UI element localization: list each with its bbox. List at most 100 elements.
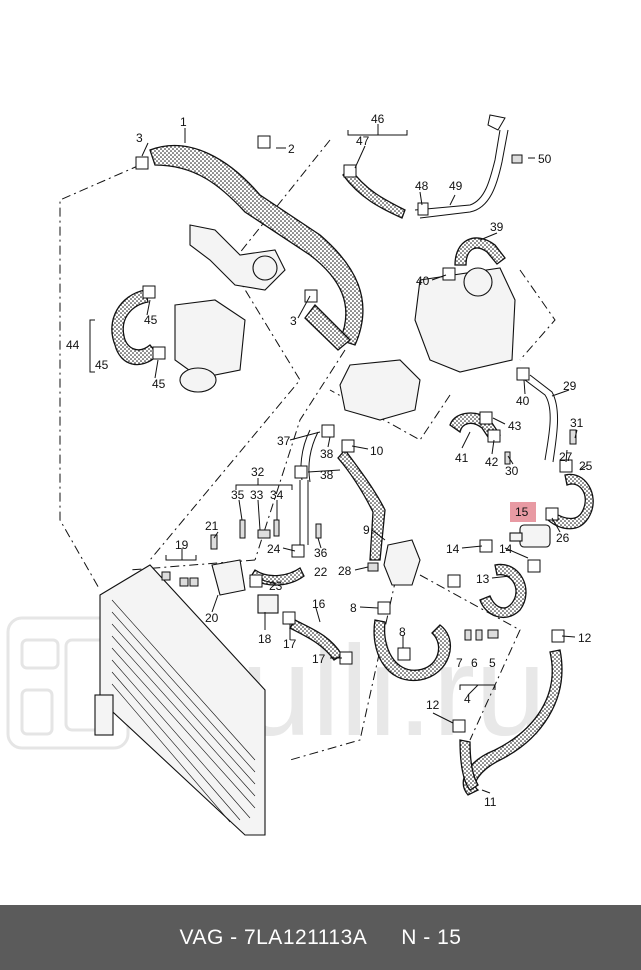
leader-line [149, 139, 331, 561]
bolt [189, 577, 199, 587]
callout-48: 48 [415, 179, 429, 193]
clamp [304, 289, 318, 303]
callout-12b: 12 [426, 698, 440, 712]
leader-line [59, 164, 141, 591]
clamp [282, 611, 296, 625]
callout-10: 10 [370, 444, 384, 458]
pipe-49 [414, 129, 509, 219]
hose-3 [304, 304, 351, 351]
callout-46: 46 [371, 112, 385, 126]
clamp [447, 574, 461, 588]
pump-assembly [383, 539, 421, 586]
clamp [257, 135, 271, 149]
pump-small [257, 594, 279, 614]
clamp [294, 465, 308, 479]
clamp [397, 647, 411, 661]
bolt [511, 154, 523, 164]
pipe-29 [524, 374, 559, 463]
bolt [210, 534, 218, 550]
callout-39: 39 [490, 220, 504, 234]
callout-5: 5 [489, 656, 496, 670]
callout-1: 1 [180, 115, 187, 129]
callout-9: 9 [363, 523, 370, 537]
clamp [152, 346, 166, 360]
callout-15: 15 [515, 505, 529, 519]
callout-47: 47 [356, 134, 370, 148]
position-label: N - 15 [401, 925, 462, 949]
hose-9 [337, 448, 386, 561]
clamp [479, 411, 493, 425]
callout-3b: 3 [290, 314, 297, 328]
callout-16: 16 [312, 597, 326, 611]
electric-pump [509, 524, 551, 548]
clamp [142, 285, 156, 299]
plug [487, 629, 499, 639]
hose-47 [342, 166, 406, 219]
callout-26: 26 [556, 531, 570, 545]
callout-18: 18 [258, 632, 272, 646]
callout-36: 36 [314, 546, 328, 560]
callout-32: 32 [251, 465, 265, 479]
bolt [239, 519, 246, 539]
hose-11b [459, 739, 479, 791]
callout-49: 49 [449, 179, 463, 193]
hose-25 [547, 473, 594, 530]
clamp [452, 719, 466, 733]
bolt [179, 577, 189, 587]
callout-3: 3 [136, 131, 143, 145]
clamp [442, 267, 456, 281]
callout-13: 13 [476, 572, 490, 586]
hose-16 [289, 619, 343, 661]
clamp [417, 202, 429, 216]
clamp [249, 574, 263, 588]
callout-31: 31 [570, 416, 584, 430]
bolt [273, 519, 280, 537]
callout-38b: 38 [320, 468, 334, 482]
callout-29: 29 [563, 379, 577, 393]
callout-45a: 45 [95, 358, 109, 372]
callout-11: 11 [484, 795, 497, 809]
callout-8: 8 [350, 601, 357, 615]
bracket-20 [211, 559, 246, 596]
callout-2: 2 [288, 142, 295, 156]
callout-33: 33 [250, 488, 264, 502]
callout-44: 44 [66, 338, 80, 352]
footer-bar: VAG - 7LA121113A N - 15 [0, 905, 641, 970]
callout-34: 34 [270, 488, 284, 502]
callout-40: 40 [416, 274, 430, 288]
leader-line [289, 559, 401, 761]
callout-20: 20 [205, 611, 219, 625]
callout-40b: 40 [516, 394, 530, 408]
bolt [315, 523, 322, 539]
hose-11 [462, 649, 563, 796]
callout-14b: 14 [499, 542, 513, 556]
pipe-end [487, 114, 506, 131]
callout-45b: 45 [144, 313, 158, 327]
callout-17: 17 [312, 652, 326, 666]
bolt [161, 571, 171, 581]
callout-24: 24 [267, 542, 281, 556]
callout-28: 28 [338, 564, 352, 578]
callout-42: 42 [485, 455, 499, 469]
hose-1 [149, 145, 364, 346]
callout-45c: 45 [152, 377, 166, 391]
hose-45 [111, 289, 159, 366]
clamp [516, 367, 530, 381]
clamp [377, 601, 391, 615]
seal [464, 629, 472, 641]
callout-12: 12 [578, 631, 592, 645]
callout-43: 43 [508, 419, 522, 433]
clamp [527, 559, 541, 573]
callout-22: 22 [314, 565, 328, 579]
bolt [367, 562, 379, 572]
leader-line [419, 574, 521, 741]
clamp [291, 544, 305, 558]
callout-38: 38 [320, 447, 334, 461]
callout-37: 37 [277, 434, 291, 448]
callout-7: 7 [456, 656, 463, 670]
leader-line [254, 349, 346, 561]
bolt [504, 451, 511, 465]
callout-8b: 8 [399, 625, 406, 639]
clamp [343, 164, 357, 178]
callout-21: 21 [205, 519, 219, 533]
